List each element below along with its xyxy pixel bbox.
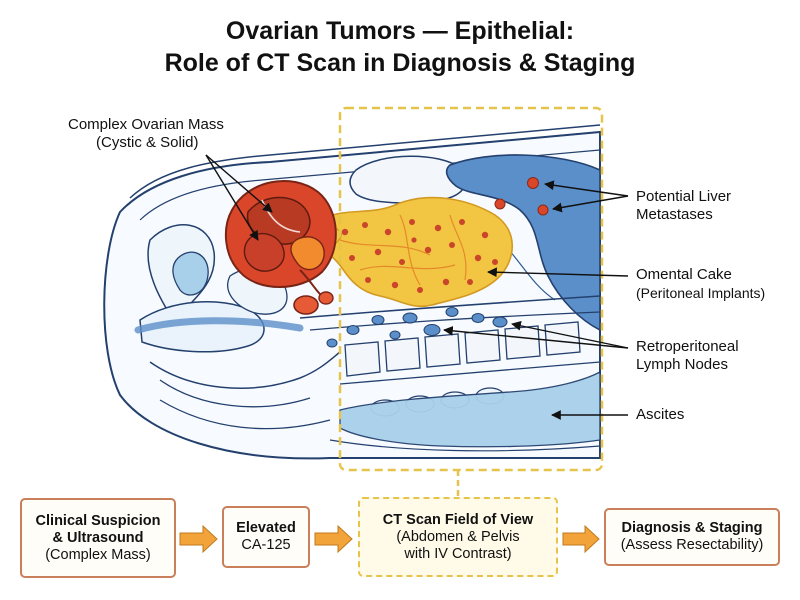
flow-box-3-detail-2: with IV Contrast) [404, 545, 512, 562]
sacrum-curve-2 [159, 379, 311, 408]
label-omental-line2: (Peritoneal Implants) [636, 285, 766, 301]
title-line-2: Role of CT Scan in Diagnosis & Staging [164, 49, 636, 77]
vertebral-column [344, 321, 581, 377]
aorta-line [309, 311, 600, 331]
liver [445, 154, 600, 332]
label-omental-line1: Omental Cake [636, 266, 732, 283]
flow-box-1-title-1: Clinical Suspicion [35, 512, 161, 529]
uterus-outline [139, 301, 265, 353]
flow-arrow-3 [562, 524, 600, 554]
liver-metastasis [494, 198, 506, 210]
liver-metastasis [537, 204, 549, 216]
retroperitoneal-line [299, 295, 600, 319]
label-nodes-line1: Retroperitoneal [636, 338, 739, 355]
flow-box-clinical-suspicion: Clinical Suspicion & Ultrasound (Complex… [20, 498, 176, 578]
flow-box-1-detail: (Complex Mass) [45, 546, 151, 563]
flow-box-ct-scan: CT Scan Field of View (Abdomen & Pelvis … [358, 497, 558, 577]
pelvic-floor [159, 399, 331, 430]
label-ovarian-mass-line2: (Cystic & Solid) [96, 134, 199, 151]
flow-box-3-title: CT Scan Field of View [382, 511, 534, 528]
lymph-nodes [326, 307, 508, 348]
flow-box-2-title: Elevated [236, 520, 296, 536]
skin-contour [129, 124, 601, 199]
label-omental-cake: Omental Cake (Peritoneal Implants) [636, 266, 765, 302]
label-ovarian-mass: Complex Ovarian Mass (Cystic & Solid) [68, 116, 288, 152]
sacrum-curve [149, 351, 341, 389]
flow-box-4-title: Diagnosis & Staging [621, 520, 763, 536]
rectum-band [134, 317, 304, 334]
label-ovarian-mass-line1: Complex Ovarian Mass [68, 116, 224, 133]
skin-contour-inner [139, 149, 601, 221]
flow-arrow-1 [179, 524, 218, 554]
bladder [172, 251, 209, 296]
ascites [339, 370, 600, 448]
label-liver-line2: Metastases [636, 206, 713, 223]
flow-box-diagnosis-staging: Diagnosis & Staging (Assess Resectabilit… [604, 508, 780, 566]
flow-box-2-detail: CA-125 [241, 537, 291, 553]
label-nodes-line2: Lymph Nodes [636, 356, 728, 373]
flow-box-4-detail: (Assess Resectability) [620, 537, 764, 553]
liver-metastasis [527, 177, 539, 189]
ct-field-of-view [338, 106, 604, 472]
title-line-1: Ovarian Tumors — Epithelial: [225, 17, 575, 45]
flow-box-1-title-2: & Ultrasound [52, 529, 144, 546]
flow-box-elevated-ca125: Elevated CA-125 [222, 506, 310, 568]
label-ascites-line1: Ascites [636, 406, 685, 423]
label-ascites: Ascites [636, 406, 684, 424]
label-lymph-nodes: Retroperitoneal Lymph Nodes [636, 338, 739, 374]
flow-arrow-2 [314, 524, 353, 554]
label-liver-line1: Potential Liver [636, 188, 732, 205]
stomach [349, 155, 467, 204]
label-liver-metastases: Potential Liver Metastases [636, 188, 731, 224]
flow-box-3-detail-1: (Abdomen & Pelvis [396, 528, 520, 545]
peritoneal-implants [341, 219, 498, 293]
